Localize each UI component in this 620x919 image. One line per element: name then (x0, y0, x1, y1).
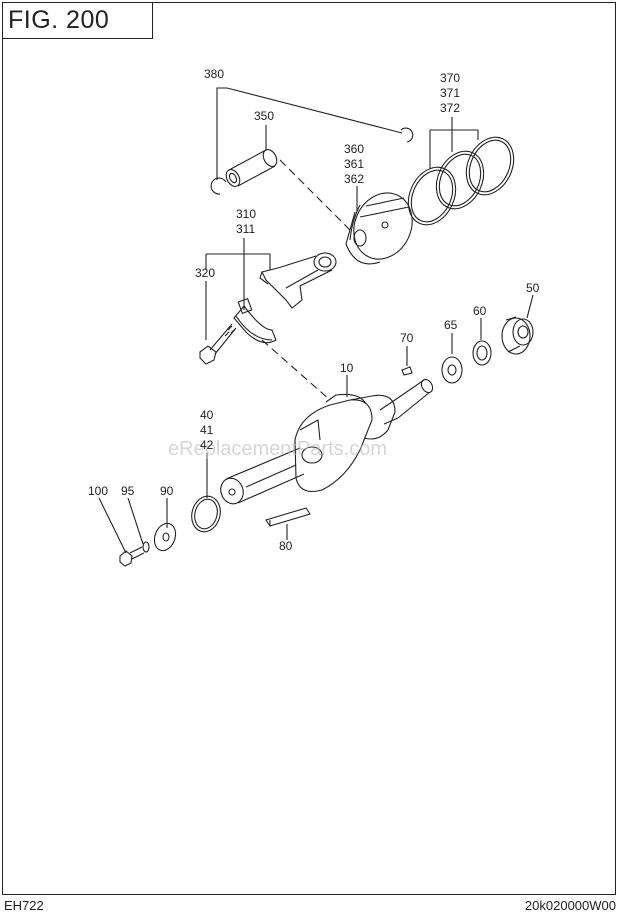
oil-seal-40 (191, 495, 221, 533)
callout-65: 65 (444, 318, 458, 332)
callout-311: 311 (236, 222, 255, 236)
callout-360: 360 (344, 142, 364, 156)
callout-350: 350 (254, 109, 274, 123)
leader-380 (216, 87, 227, 180)
washer-65 (441, 356, 463, 384)
bolt-100 (119, 546, 145, 567)
figure-title: FIG. 200 (2, 2, 153, 39)
callout-361: 361 (344, 157, 364, 171)
key-80 (265, 507, 311, 527)
callout-380: 380 (204, 67, 224, 81)
snap-ring-left (210, 177, 227, 195)
washer-90 (153, 522, 177, 552)
callout-310: 310 (236, 207, 256, 221)
piston (345, 192, 413, 265)
callout-370: 370 (440, 71, 460, 85)
callout-60: 60 (473, 304, 487, 318)
callout-90: 90 (160, 484, 174, 498)
callout-95: 95 (121, 484, 135, 498)
callout-40: 40 (200, 408, 214, 422)
rod-bolt (199, 323, 237, 365)
callout-372: 372 (440, 101, 460, 115)
flange-nut-50 (501, 316, 534, 355)
washer-95 (142, 541, 150, 553)
model-code: EH722 (4, 898, 44, 913)
callout-320: 320 (195, 266, 215, 280)
lock-washer-60 (472, 340, 492, 366)
snap-ring-right (400, 127, 414, 143)
watermark: eReplacementParts.com (168, 438, 387, 460)
diagram-code: 20k020000W00 (524, 898, 616, 913)
connecting-rod (259, 252, 337, 309)
callout-42: 42 (200, 438, 214, 452)
piston-pin (225, 149, 278, 187)
callout-100: 100 (88, 484, 108, 498)
callout-10: 10 (340, 361, 354, 375)
callout-50: 50 (526, 281, 540, 295)
piston-rings (407, 136, 515, 226)
leader-380b (226, 87, 403, 134)
diagram-frame (2, 2, 616, 895)
crankshaft (220, 378, 434, 505)
woodruff-key (401, 366, 413, 376)
callout-70: 70 (400, 331, 414, 345)
callout-371: 371 (440, 86, 460, 100)
callout-41: 41 (200, 423, 214, 437)
rod-cap (233, 297, 277, 344)
callout-80: 80 (279, 539, 293, 553)
callout-362: 362 (344, 172, 364, 186)
